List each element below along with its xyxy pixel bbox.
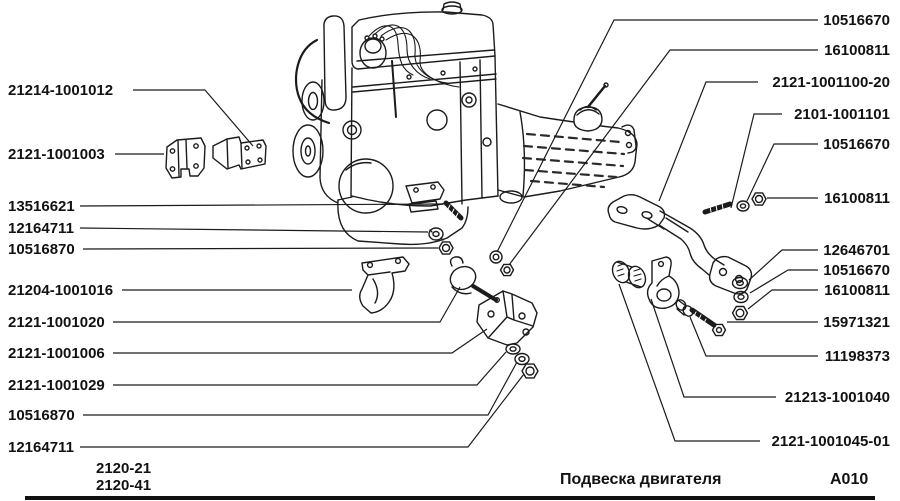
part-drawing-bushing-21213-1001040: [611, 260, 647, 289]
part-number-label: 2121-1001100-20: [772, 74, 890, 91]
leader-line: [113, 351, 507, 386]
part-drawing-stud-13516621: [443, 200, 464, 221]
part-drawing-washer-12646701: [731, 276, 749, 290]
leader-line: [113, 328, 488, 354]
leader-line: [79, 203, 444, 207]
leader-line: [650, 298, 776, 398]
leader-line: [748, 249, 818, 281]
leader-line: [113, 286, 461, 323]
gearbox: [497, 103, 638, 204]
engine-block: [350, 55, 499, 207]
distributor-wires: [359, 24, 460, 118]
engine-mount-boss: [405, 181, 445, 213]
part-number-label: 2121-1001045-01: [772, 433, 890, 450]
part-number-label: 10516670: [823, 136, 890, 153]
part-number-label: 12164711: [8, 439, 74, 456]
part-number-label: 2101-1001101: [794, 106, 890, 123]
part-drawing-washer-10516670-c: [733, 290, 749, 304]
part-drawing-bolt-15971321: [689, 307, 727, 337]
leader-line: [618, 283, 760, 442]
leader-line: [749, 269, 818, 294]
part-drawing-bracket-21214-1001012: [212, 136, 267, 170]
part-number-label: 2121-1001003: [8, 146, 105, 163]
part-number-label: 15971321: [823, 314, 890, 331]
part-number-label: 21214-1001012: [8, 82, 113, 99]
part-number-label: 12646701: [823, 242, 890, 259]
part-number-label: 16100811: [824, 190, 890, 207]
page-code: A010: [830, 471, 868, 488]
model-code: 2120-21: [96, 460, 151, 477]
part-number-label: 10516670: [823, 262, 890, 279]
leader-line: [689, 316, 818, 357]
front-pulleys: [292, 79, 362, 204]
part-number-label: 2121-1001020: [8, 314, 105, 331]
footer-rule: [25, 496, 875, 500]
part-number-label: 10516870: [8, 407, 75, 424]
part-drawing-stud-2101-1001101: [702, 201, 733, 215]
part-drawing-bracket-21204-1001016: [359, 256, 410, 314]
part-drawing-crossmember-2121-1001100-20: [607, 194, 753, 295]
leader-line: [496, 19, 818, 253]
engine-transmission-drawing: [292, 1, 638, 246]
part-number-label: 2121-1001006: [8, 345, 105, 362]
leader-line: [83, 361, 518, 416]
oil-filter: [338, 158, 394, 214]
shift-lever: [573, 82, 609, 132]
valve-cover: [351, 1, 496, 70]
loose-parts: [165, 136, 767, 379]
part-drawing-washer-12164711: [428, 227, 444, 241]
part-number-label: 10516670: [823, 12, 890, 29]
part-drawing-nut-16100811-b: [751, 192, 767, 206]
part-drawing-nut-16100811-a: [499, 263, 515, 277]
part-drawing-washer-10516870-b: [514, 352, 530, 366]
leader-line: [79, 227, 429, 233]
part-number-label: 13516621: [8, 198, 75, 215]
part-number-label: 21204-1001016: [8, 282, 113, 299]
part-number-label: 16100811: [824, 42, 890, 59]
leader-line: [747, 289, 818, 310]
part-drawing-bracket-2121-1001045-01: [646, 256, 680, 309]
part-number-label: 12164711: [8, 220, 74, 237]
part-drawing-nut-16100811-c: [731, 305, 749, 321]
leader-line: [82, 247, 439, 250]
part-drawing-bracket-2121-1001003: [165, 137, 206, 179]
part-number-label: 10516870: [8, 241, 75, 258]
part-drawing-washer-10516670-a: [489, 250, 503, 264]
part-drawing-washer-10516670-b: [736, 200, 750, 212]
leader-line: [133, 89, 254, 147]
part-number-label: 2121-1001029: [8, 377, 105, 394]
part-number-label: 21213-1001040: [785, 389, 890, 406]
part-number-label: 11198373: [825, 348, 890, 365]
part-drawing-mount-2121-1001020: [449, 256, 498, 302]
leader-line: [730, 113, 782, 209]
part-drawing-bracket-2121-1001006: [476, 290, 538, 346]
part-number-labels: 21214-1001012 2121-1001003 13516621 1216…: [8, 12, 890, 456]
model-code: 2120-41: [96, 477, 151, 494]
leader-line: [746, 143, 818, 202]
footer: 2120-21 2120-41 Подвеска двигателя A010: [25, 460, 875, 500]
leader-line: [658, 81, 758, 202]
leader-line: [80, 373, 525, 448]
diagram-title: Подвеска двигателя: [560, 471, 721, 488]
leader-line: [508, 49, 818, 266]
part-number-label: 16100811: [824, 282, 890, 299]
part-drawing-nut-10516870: [438, 241, 454, 255]
oil-pan: [337, 196, 469, 246]
air-intake-hose: [295, 15, 347, 125]
leader-lines: [79, 19, 818, 448]
part-drawing-nut-12164711-b: [521, 363, 539, 379]
part-drawing-washer-2121-1001029: [505, 343, 521, 355]
